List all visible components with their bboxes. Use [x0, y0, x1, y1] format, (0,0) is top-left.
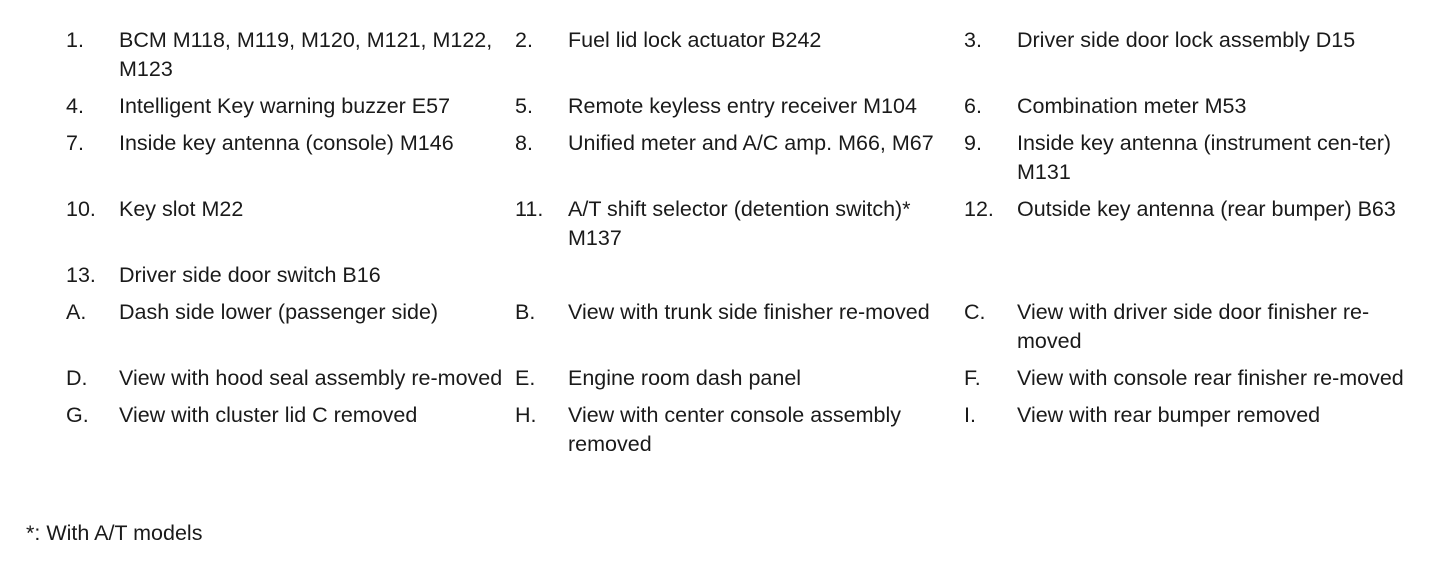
legend-item: G. View with cluster lid C removed: [66, 401, 515, 459]
item-text: Key slot M22: [119, 197, 244, 221]
item-letter: C.: [964, 300, 986, 324]
item-number: 4.: [66, 94, 84, 118]
item-letter: E.: [515, 366, 536, 390]
item-number: 5.: [515, 94, 533, 118]
item-number: 13.: [66, 263, 96, 287]
legend-item: 3. Driver side door lock assembly D15: [964, 26, 1413, 84]
item-text: View with center console assembly remove…: [568, 403, 902, 456]
item-letter: I.: [964, 403, 976, 427]
item-number: 2.: [515, 28, 533, 52]
legend-item: I. View with rear bumper removed: [964, 401, 1413, 459]
legend-item: 10. Key slot M22: [66, 195, 515, 253]
item-text: View with cluster lid C removed: [119, 403, 418, 427]
item-letter: F.: [964, 366, 981, 390]
legend-item: 5. Remote keyless entry receiver M104: [515, 92, 964, 121]
legend-row: 13. Driver side door switch B16: [66, 261, 1426, 290]
item-number: 9.: [964, 131, 982, 155]
legend-item: 9. Inside key antenna (instrument cen-te…: [964, 129, 1413, 187]
legend-item: 4. Intelligent Key warning buzzer E57: [66, 92, 515, 121]
item-text: Remote keyless entry receiver M104: [568, 94, 917, 118]
legend-item: C. View with driver side door finisher r…: [964, 298, 1413, 356]
legend-row: D. View with hood seal assembly re-moved…: [66, 364, 1426, 393]
item-text: Engine room dash panel: [568, 366, 802, 390]
item-text: Inside key antenna (console) M146: [119, 131, 454, 155]
item-text: View with rear bumper removed: [1017, 403, 1321, 427]
legend-row: 4. Intelligent Key warning buzzer E57 5.…: [66, 92, 1426, 121]
legend-item: 7. Inside key antenna (console) M146: [66, 129, 515, 187]
legend-item: 2. Fuel lid lock actuator B242: [515, 26, 964, 84]
item-number: 3.: [964, 28, 982, 52]
item-letter: H.: [515, 403, 537, 427]
legend-row: G. View with cluster lid C removed H. Vi…: [66, 401, 1426, 459]
legend-row: 1. BCM M118, M119, M120, M121, M122, M12…: [66, 26, 1426, 84]
item-text: Driver side door switch B16: [119, 263, 381, 287]
item-text: Inside key antenna (instrument cen-ter) …: [1017, 131, 1392, 184]
item-text: View with trunk side finisher re-moved: [568, 300, 930, 324]
item-text: Fuel lid lock actuator B242: [568, 28, 822, 52]
item-text: Combination meter M53: [1017, 94, 1247, 118]
legend-row: 7. Inside key antenna (console) M146 8. …: [66, 129, 1426, 187]
legend-item: H. View with center console assembly rem…: [515, 401, 964, 459]
item-text: Unified meter and A/C amp. M66, M67: [568, 131, 934, 155]
item-number: 1.: [66, 28, 84, 52]
item-number: 10.: [66, 197, 96, 221]
legend-item: D. View with hood seal assembly re-moved: [66, 364, 515, 393]
item-number: 7.: [66, 131, 84, 155]
legend-item: 11. A/T shift selector (detention switch…: [515, 195, 964, 253]
item-number: 8.: [515, 131, 533, 155]
legend-item: 12. Outside key antenna (rear bumper) B6…: [964, 195, 1413, 253]
legend-item: F. View with console rear finisher re-mo…: [964, 364, 1413, 393]
item-letter: D.: [66, 366, 88, 390]
item-letter: B.: [515, 300, 536, 324]
legend-item: B. View with trunk side finisher re-move…: [515, 298, 964, 356]
item-text: Intelligent Key warning buzzer E57: [119, 94, 451, 118]
item-letter: G.: [66, 403, 89, 427]
legend-item: 6. Combination meter M53: [964, 92, 1413, 121]
legend-row: 10. Key slot M22 11. A/T shift selector …: [66, 195, 1426, 253]
item-number: 6.: [964, 94, 982, 118]
item-text: View with console rear finisher re-moved: [1017, 366, 1404, 390]
item-text: A/T shift selector (detention switch)* M…: [568, 197, 911, 250]
item-text: BCM M118, M119, M120, M121, M122, M123: [119, 28, 493, 81]
item-number: 12.: [964, 197, 994, 221]
legend-item: 13. Driver side door switch B16: [66, 261, 515, 290]
item-letter: A.: [66, 300, 87, 324]
item-text: View with driver side door finisher re-m…: [1017, 300, 1370, 353]
footnote: *: With A/T models: [26, 521, 203, 545]
item-text: Dash side lower (passenger side): [119, 300, 439, 324]
legend-table: 1. BCM M118, M119, M120, M121, M122, M12…: [66, 26, 1426, 467]
item-text: Outside key antenna (rear bumper) B63: [1017, 197, 1396, 221]
item-text: Driver side door lock assembly D15: [1017, 28, 1356, 52]
legend-item: E. Engine room dash panel: [515, 364, 964, 393]
legend-item: 8. Unified meter and A/C amp. M66, M67: [515, 129, 964, 187]
legend-item: 1. BCM M118, M119, M120, M121, M122, M12…: [66, 26, 515, 84]
legend-row: A. Dash side lower (passenger side) B. V…: [66, 298, 1426, 356]
item-number: 11.: [515, 197, 544, 221]
legend-item: A. Dash side lower (passenger side): [66, 298, 515, 356]
item-text: View with hood seal assembly re-moved: [119, 366, 503, 390]
